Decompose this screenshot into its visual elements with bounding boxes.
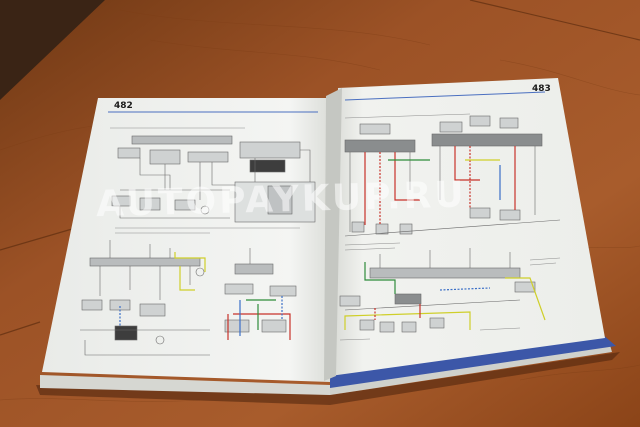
right-page-number: 483 <box>532 84 551 94</box>
left-top-wiring-diagram <box>111 135 316 223</box>
book-page-stack <box>40 375 330 395</box>
right-bottom-colored-wires <box>344 262 546 330</box>
book-cover-edge <box>330 334 616 388</box>
book-shadow <box>36 352 620 405</box>
right-bottom-wiring-diagram <box>339 248 536 333</box>
left-page-number: 482 <box>114 101 133 111</box>
background-wall <box>0 0 105 100</box>
book-page-stack-right <box>330 345 612 395</box>
right-header-rule <box>344 91 546 101</box>
left-colored-wires <box>119 252 291 340</box>
printed-text-lines <box>110 113 561 341</box>
left-bottom-wiring-diagram <box>80 240 297 356</box>
book-spine <box>324 88 342 381</box>
right-top-wiring-diagram <box>344 115 561 237</box>
right-top-colored-wires <box>364 146 516 225</box>
